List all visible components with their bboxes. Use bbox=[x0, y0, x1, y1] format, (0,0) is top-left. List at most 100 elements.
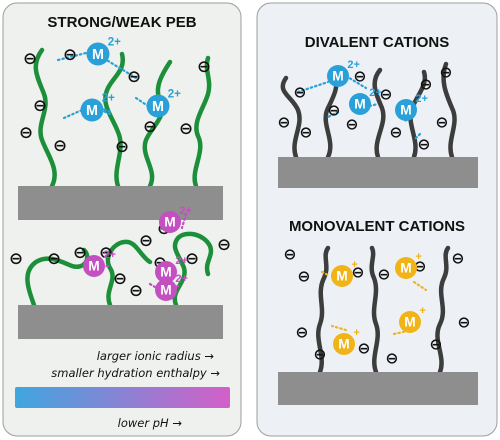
cation-label: M bbox=[332, 69, 343, 84]
weak-peb-section: ⊖⊖⊖⊖⊖⊖⊖⊖⊖⊖⊖ M2+M2+M2+M2+ bbox=[9, 205, 231, 339]
negative-charge-icon: ⊖ bbox=[23, 48, 37, 68]
negative-charge-icon: ⊖ bbox=[179, 118, 193, 138]
cation-charge: 2+ bbox=[168, 88, 181, 100]
negative-charge-icon: ⊖ bbox=[379, 84, 392, 103]
negative-charge-icon: ⊖ bbox=[47, 248, 61, 268]
negative-charge-icon: ⊖ bbox=[143, 116, 157, 136]
polymer-chain bbox=[142, 59, 173, 189]
divalent-minus-charges: ⊖⊖⊖⊖⊖⊖⊖⊖⊖⊖⊖⊖ bbox=[277, 62, 452, 153]
negative-charge-icon: ⊖ bbox=[53, 135, 67, 155]
negative-charge-icon: ⊖ bbox=[457, 312, 470, 331]
divalent-section: ⊖⊖⊖⊖⊖⊖⊖⊖⊖⊖⊖⊖ M2+M2+M2+ bbox=[277, 59, 478, 188]
cation-circle bbox=[80, 98, 104, 122]
cation-icon: M2+ bbox=[80, 92, 115, 122]
negative-charge-icon: ⊖ bbox=[33, 95, 47, 115]
left-panel-title: STRONG/WEAK PEB bbox=[47, 14, 196, 31]
left-panel: STRONG/WEAK PEB ⊖⊖⊖⊖⊖⊖⊖⊖⊖⊖⊖ M2+M2+M2+ ⊖⊖… bbox=[2, 2, 242, 437]
polymer-chain bbox=[316, 245, 331, 375]
cation-icon: M2+ bbox=[395, 93, 428, 121]
polymer-chain bbox=[372, 67, 386, 160]
cation-icon: M2+ bbox=[159, 205, 192, 233]
negative-charge-icon: ⊖ bbox=[313, 344, 326, 363]
negative-charge-icon: ⊖ bbox=[439, 62, 452, 81]
strong-substrate bbox=[18, 186, 223, 220]
weak-substrate bbox=[18, 305, 223, 339]
cation-circle bbox=[395, 257, 417, 279]
cation-icon: M 2+ bbox=[146, 88, 181, 118]
ph-gradient-bar bbox=[15, 387, 230, 408]
cation-label: M bbox=[354, 97, 365, 112]
ionic-bridge bbox=[344, 74, 368, 90]
cation-charge: 2+ bbox=[179, 205, 192, 217]
hydration-enthalpy-note: smaller hydration enthalpy → bbox=[51, 366, 220, 380]
cation-charge: 2+ bbox=[102, 92, 115, 104]
negative-charge-icon: ⊖ bbox=[357, 338, 370, 357]
negative-charge-icon: ⊖ bbox=[19, 122, 33, 142]
polymer-chain bbox=[105, 239, 153, 308]
strong-cations: M2+M2+M2+ bbox=[80, 36, 181, 122]
polymer-chain bbox=[280, 75, 302, 160]
monovalent-section: ⊖⊖⊖⊖⊖⊖⊖⊖⊖⊖⊖⊖ M+M+M+M+ bbox=[278, 244, 478, 405]
ionic-bridge bbox=[296, 80, 330, 94]
polymer-chain bbox=[33, 47, 57, 189]
cation-label: M bbox=[152, 99, 164, 115]
cation-icon: M+ bbox=[395, 251, 422, 279]
negative-charge-icon: ⊖ bbox=[197, 56, 211, 76]
strong-chains bbox=[33, 47, 212, 189]
weak-cations: M2+M2+M2+M2+ bbox=[83, 205, 192, 301]
polymer-chain bbox=[103, 51, 126, 189]
negative-charge-icon: ⊖ bbox=[295, 322, 308, 341]
divalent-substrate bbox=[278, 157, 478, 188]
cation-label: M bbox=[336, 269, 347, 284]
negative-charge-icon: ⊖ bbox=[377, 264, 390, 283]
cation-circle bbox=[155, 261, 177, 283]
cation-circle bbox=[86, 42, 110, 66]
ionic-bridge bbox=[324, 110, 340, 120]
negative-charge-icon: ⊖ bbox=[293, 82, 306, 101]
cation-charge: 2+ bbox=[175, 255, 188, 267]
monovalent-chains bbox=[316, 245, 451, 375]
polymer-chain bbox=[369, 245, 380, 375]
cation-circle bbox=[333, 333, 355, 355]
negative-charge-icon: ⊖ bbox=[327, 100, 340, 119]
ionic-bridge bbox=[62, 108, 84, 120]
cation-charge: 2+ bbox=[108, 36, 121, 48]
ionic-bridge bbox=[180, 212, 188, 230]
ionic-bridge bbox=[330, 324, 348, 332]
cation-icon: M2+ bbox=[83, 249, 116, 277]
ionic-bridge bbox=[320, 270, 332, 278]
ph-note: lower pH → bbox=[118, 416, 183, 430]
negative-charge-icon: ⊖ bbox=[419, 74, 432, 93]
negative-charge-icon: ⊖ bbox=[299, 122, 312, 141]
monovalent-cations: M+M+M+M+ bbox=[331, 251, 426, 355]
negative-charge-icon: ⊖ bbox=[115, 136, 129, 156]
divalent-title: DIVALENT CATIONS bbox=[305, 34, 449, 51]
cation-icon: M2+ bbox=[327, 59, 360, 87]
cation-label: M bbox=[160, 283, 171, 298]
negative-charge-icon: ⊖ bbox=[217, 234, 231, 254]
polymer-chain bbox=[441, 61, 457, 160]
negative-charge-icon: ⊖ bbox=[63, 44, 77, 64]
cation-charge: 2+ bbox=[369, 87, 382, 99]
cation-icon: M2+ bbox=[155, 255, 188, 283]
weak-minus-charges: ⊖⊖⊖⊖⊖⊖⊖⊖⊖⊖⊖ bbox=[9, 218, 231, 300]
cation-label: M bbox=[400, 261, 411, 276]
right-panel: DIVALENT CATIONS ⊖⊖⊖⊖⊖⊖⊖⊖⊖⊖⊖⊖ M2+M2+M2+ … bbox=[256, 2, 498, 437]
cation-icon: M 2+ bbox=[349, 87, 382, 115]
negative-charge-icon: ⊖ bbox=[99, 242, 113, 262]
cation-charge: 2+ bbox=[103, 249, 116, 261]
cation-label: M bbox=[404, 315, 415, 330]
negative-charge-icon: ⊖ bbox=[129, 280, 143, 300]
cation-circle bbox=[327, 65, 349, 87]
cation-circle bbox=[395, 99, 417, 121]
cation-circle bbox=[83, 255, 105, 277]
negative-charge-icon: ⊖ bbox=[283, 244, 296, 263]
negative-charge-icon: ⊖ bbox=[9, 248, 23, 268]
cation-icon: M+ bbox=[333, 327, 360, 355]
cation-charge: + bbox=[353, 327, 359, 339]
negative-charge-icon: ⊖ bbox=[139, 230, 153, 250]
negative-charge-icon: ⊖ bbox=[185, 248, 199, 268]
ionic-bridge bbox=[412, 280, 428, 292]
negative-charge-icon: ⊖ bbox=[417, 134, 430, 153]
negative-charge-icon: ⊖ bbox=[353, 66, 366, 85]
